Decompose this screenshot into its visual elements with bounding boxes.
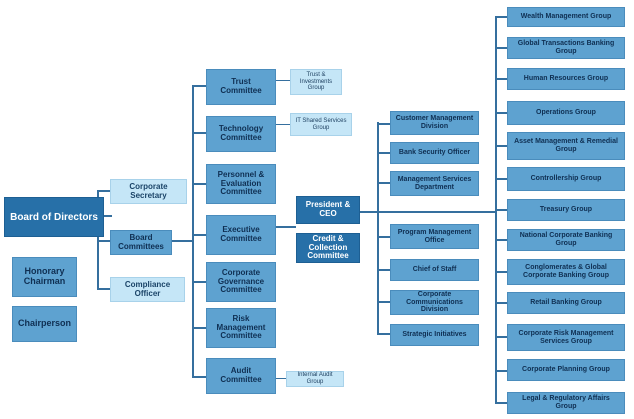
connector <box>360 211 497 213</box>
connector <box>377 333 390 335</box>
group-conglomerates-global-corporate: Conglomerates & Global Corporate Banking… <box>507 259 625 285</box>
group-corporate-planning: Corporate Planning Group <box>507 359 625 381</box>
connector <box>192 234 206 236</box>
compliance-officer: Compliance Officer <box>110 277 185 302</box>
connector <box>495 112 507 114</box>
connector <box>495 16 507 18</box>
group-legal-regulatory: Legal & Regulatory Affairs Group <box>507 392 625 414</box>
connector <box>377 269 390 271</box>
connector <box>495 336 507 338</box>
connector <box>495 239 507 241</box>
board-committees: Board Committees <box>110 230 172 255</box>
connector <box>97 288 110 290</box>
connector <box>495 302 507 304</box>
unit-chief-of-staff: Chief of Staff <box>390 259 479 281</box>
connector <box>97 190 110 192</box>
connector <box>377 152 390 154</box>
connector <box>495 145 507 147</box>
group-operations: Operations Group <box>507 101 625 125</box>
committee-trust: Trust Committee <box>206 69 276 105</box>
connector <box>495 370 507 372</box>
committee-personnel-evaluation: Personnel & Evaluation Committee <box>206 164 276 204</box>
connector <box>104 215 112 217</box>
connector <box>377 236 390 238</box>
connector <box>192 376 206 378</box>
connector <box>192 85 206 87</box>
group-global-transactions-banking: Global Transactions Banking Group <box>507 37 625 59</box>
connector <box>97 240 110 242</box>
honorary-chairman: Honorary Chairman <box>12 257 77 297</box>
connector <box>495 209 507 211</box>
committee-technology: Technology Committee <box>206 116 276 152</box>
unit-corporate-communications: Corporate Communications Division <box>390 290 479 315</box>
connector <box>276 80 290 81</box>
credit-collection-committee: Credit & Collection Committee <box>296 233 360 263</box>
group-human-resources: Human Resources Group <box>507 68 625 90</box>
group-asset-management-remedial: Asset Management & Remedial Group <box>507 132 625 160</box>
connector <box>172 240 194 242</box>
connector <box>192 85 194 378</box>
connector <box>377 301 390 303</box>
connector <box>192 327 206 329</box>
it-shared-services-group: IT Shared Services Group <box>290 113 352 136</box>
unit-strategic-initiatives: Strategic Initiatives <box>390 324 479 346</box>
connector <box>192 183 206 185</box>
connector <box>495 402 507 404</box>
group-controllership: Controllership Group <box>507 167 625 191</box>
committee-executive: Executive Committee <box>206 215 276 255</box>
group-retail-banking: Retail Banking Group <box>507 292 625 314</box>
connector <box>192 132 206 134</box>
unit-customer-management: Customer Management Division <box>390 111 479 135</box>
connector <box>495 78 507 80</box>
connector <box>377 182 390 184</box>
group-treasury: Treasury Group <box>507 199 625 221</box>
president-ceo: President & CEO <box>296 196 360 224</box>
board-of-directors: Board of Directors <box>4 197 104 237</box>
group-national-corporate-banking: National Corporate Banking Group <box>507 229 625 251</box>
group-corporate-risk-management: Corporate Risk Management Services Group <box>507 324 625 351</box>
group-wealth-management: Wealth Management Group <box>507 7 625 27</box>
internal-audit-group: Internal Audit Group <box>286 371 344 387</box>
connector <box>495 271 507 273</box>
connector <box>495 47 507 49</box>
connector <box>495 178 507 180</box>
unit-bank-security: Bank Security Officer <box>390 142 479 164</box>
trust-investments-group: Trust & Investments Group <box>290 69 342 95</box>
committee-risk-management: Risk Management Committee <box>206 308 276 348</box>
unit-management-services: Management Services Department <box>390 171 479 196</box>
connector <box>192 281 206 283</box>
unit-program-management: Program Management Office <box>390 224 479 249</box>
connector <box>276 378 286 379</box>
connector <box>377 122 379 335</box>
connector <box>377 123 390 125</box>
committee-corporate-governance: Corporate Governance Committee <box>206 262 276 302</box>
connector <box>276 124 290 125</box>
corporate-secretary: Corporate Secretary <box>110 179 187 204</box>
chairperson: Chairperson <box>12 306 77 342</box>
connector <box>276 226 296 228</box>
committee-audit: Audit Committee <box>206 358 276 394</box>
